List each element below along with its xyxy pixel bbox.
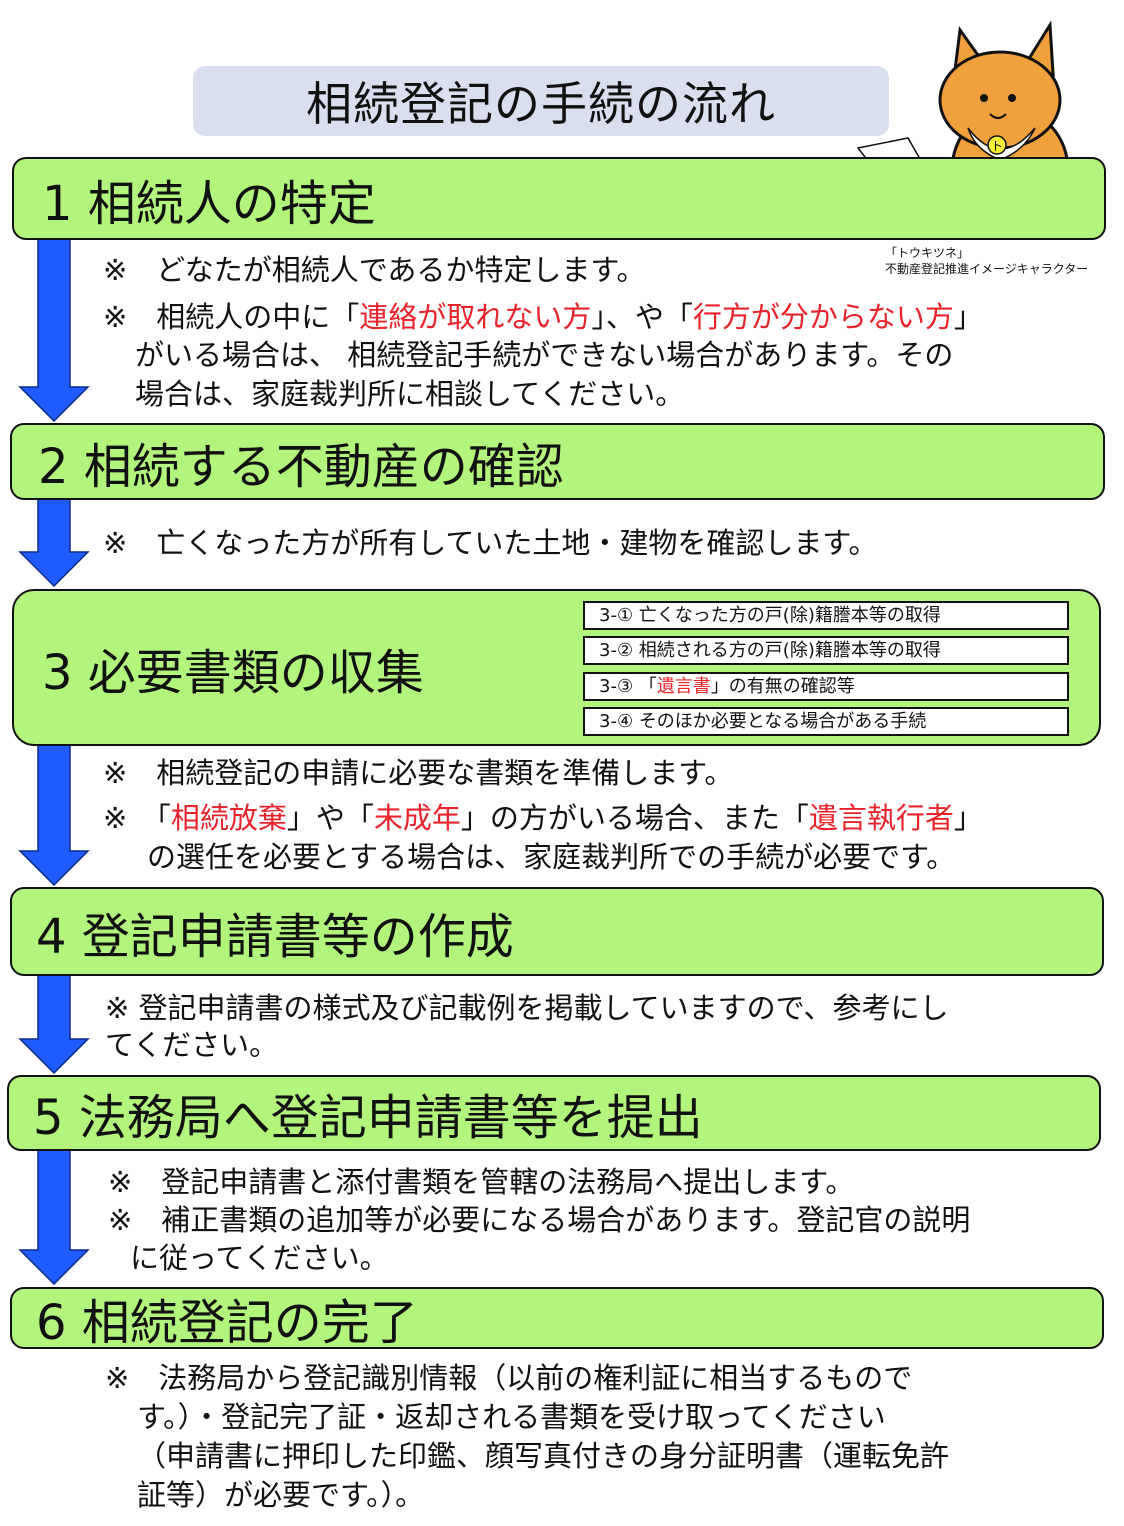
substep-3-2: 3-② 相続される方の戸(除)籍謄本等の取得 — [583, 636, 1069, 665]
page-title: 相続登記の手続の流れ — [193, 66, 889, 136]
text-segment: の選任を必要とする場合は、家庭裁判所での手続が必要です。 — [147, 840, 956, 874]
note-line: がいる場合は、 相続登記手続ができない場合があります。その — [135, 337, 953, 373]
note-line: ※ どなたが相続人であるか特定します。 — [103, 252, 646, 288]
text-segment: ※ 法務局から登記識別情報（以前の権利証に相当するもので — [105, 1361, 913, 1395]
step-2: 2 相続する不動産の確認 — [10, 423, 1105, 500]
text-segment: 」や「 — [286, 801, 374, 835]
highlighted-text: 行方が分からない方 — [692, 300, 954, 334]
note-line: ※ 相続登記の申請に必要な書類を準備します。 — [103, 755, 733, 791]
text-segment: す。）・登記完了証・返却される書類を受け取ってください — [137, 1400, 886, 1434]
note-line: 場合は、家庭裁判所に相談してください。 — [135, 376, 684, 412]
substep-3-4: 3-④ そのほか必要となる場合がある手続 — [583, 707, 1069, 736]
note-line: ※ 「相続放棄」や「未成年」の方がいる場合、また「遺言執行者」 — [103, 800, 983, 836]
arrow-down-icon — [18, 1150, 90, 1285]
step-heading: 4 登記申請書等の作成 — [36, 908, 514, 965]
text-segment: 」 — [953, 801, 983, 835]
text-segment: ※ 亡くなった方が所有していた土地・建物を確認します。 — [103, 526, 878, 560]
text-segment: 」の方がいる場合、また「 — [460, 801, 809, 835]
text-segment: てください。 — [105, 1028, 279, 1062]
substep-3-3: 3-③ 「遺言書」の有無の確認等 — [583, 672, 1069, 701]
note-line: に従ってください。 — [130, 1240, 389, 1276]
step-1: 1 相続人の特定 — [12, 157, 1106, 240]
character-name: 「トウキツネ」 — [885, 246, 970, 260]
text-segment: 場合は、家庭裁判所に相談してください。 — [135, 377, 685, 411]
note-line: す。）・登記完了証・返却される書類を受け取ってください — [137, 1399, 886, 1435]
text-segment: 3-④ そのほか必要となる場合がある手続 — [599, 711, 927, 732]
character-caption: 不動産登記推進イメージキャラクター — [885, 262, 1089, 276]
text-segment: 」、や「 — [591, 300, 693, 334]
text-segment: 3-③ 「 — [599, 676, 657, 697]
arrow-down-icon — [18, 499, 90, 587]
highlighted-text: 遺言書 — [656, 676, 711, 697]
note-line: ※ 亡くなった方が所有していた土地・建物を確認します。 — [103, 525, 878, 561]
step-heading: 1 相続人の特定 — [42, 175, 376, 232]
text-segment: ※ 登記申請書と添付書類を管轄の法務局へ提出します。 — [108, 1165, 855, 1199]
step-heading: 5 法務局へ登記申請書等を提出 — [33, 1090, 703, 1146]
step-heading: 3 必要書類の収集 — [42, 644, 424, 701]
fox-badge: ト — [991, 139, 1003, 153]
text-segment: ※ 相続人の中に「 — [103, 300, 360, 334]
text-segment: 証等）が必要です。）。 — [137, 1478, 425, 1512]
text-segment: 」の有無の確認等 — [710, 676, 855, 697]
arrow-down-icon — [18, 975, 90, 1074]
text-segment: ※ 登記申請書の様式及び記載例を掲載していますので、参考にし — [105, 991, 949, 1025]
step-heading: 6 相続登記の完了 — [36, 1295, 418, 1351]
text-segment: ※ どなたが相続人であるか特定します。 — [103, 253, 646, 287]
text-segment: ※ 「 — [103, 801, 171, 835]
step-6: 6 相続登記の完了 — [10, 1287, 1104, 1351]
text-segment: に従ってください。 — [130, 1241, 389, 1275]
text-segment: 3-② 相続される方の戸(除)籍謄本等の取得 — [599, 640, 941, 661]
highlighted-text: 未成年 — [373, 801, 461, 835]
text-segment: （申請書に押印した印鑑、顔写真付きの身分証明書（運転免許 — [137, 1439, 950, 1473]
highlighted-text: 連絡が取れない方 — [359, 300, 592, 334]
note-line: （申請書に押印した印鑑、顔写真付きの身分証明書（運転免許 — [137, 1438, 949, 1474]
step-heading: 2 相続する不動産の確認 — [38, 438, 564, 495]
text-segment: ※ 相続登記の申請に必要な書類を準備します。 — [103, 756, 734, 790]
note-line: てください。 — [105, 1027, 278, 1063]
text-segment: がいる場合は、 相続登記手続ができない場合があります。その — [135, 338, 954, 372]
note-line: ※ 補正書類の追加等が必要になる場合があります。登記官の説明 — [108, 1202, 970, 1238]
text-segment: ※ 補正書類の追加等が必要になる場合があります。登記官の説明 — [108, 1203, 971, 1237]
note-line: ※ 登記申請書の様式及び記載例を掲載していますので、参考にし — [105, 990, 949, 1026]
arrow-down-icon — [18, 239, 90, 422]
arrow-down-icon — [18, 745, 90, 886]
highlighted-text: 相続放棄 — [170, 801, 287, 835]
highlighted-text: 遺言執行者 — [808, 801, 954, 835]
note-line: ※ 登記申請書と添付書類を管轄の法務局へ提出します。 — [108, 1164, 854, 1200]
step-4: 4 登記申請書等の作成 — [10, 887, 1104, 976]
text-segment: 」 — [953, 300, 983, 334]
substep-3-1: 3-① 亡くなった方の戸(除)籍謄本等の取得 — [583, 601, 1069, 630]
note-line: の選任を必要とする場合は、家庭裁判所での手続が必要です。 — [147, 839, 955, 875]
step-5: 5 法務局へ登記申請書等を提出 — [7, 1075, 1101, 1151]
text-segment: 3-① 亡くなった方の戸(除)籍謄本等の取得 — [599, 605, 941, 626]
note-line: ※ 法務局から登記識別情報（以前の権利証に相当するもので — [105, 1360, 912, 1396]
note-line: 証等）が必要です。）。 — [137, 1477, 424, 1513]
note-line: ※ 相続人の中に「連絡が取れない方」、や「行方が分からない方」 — [103, 299, 983, 335]
